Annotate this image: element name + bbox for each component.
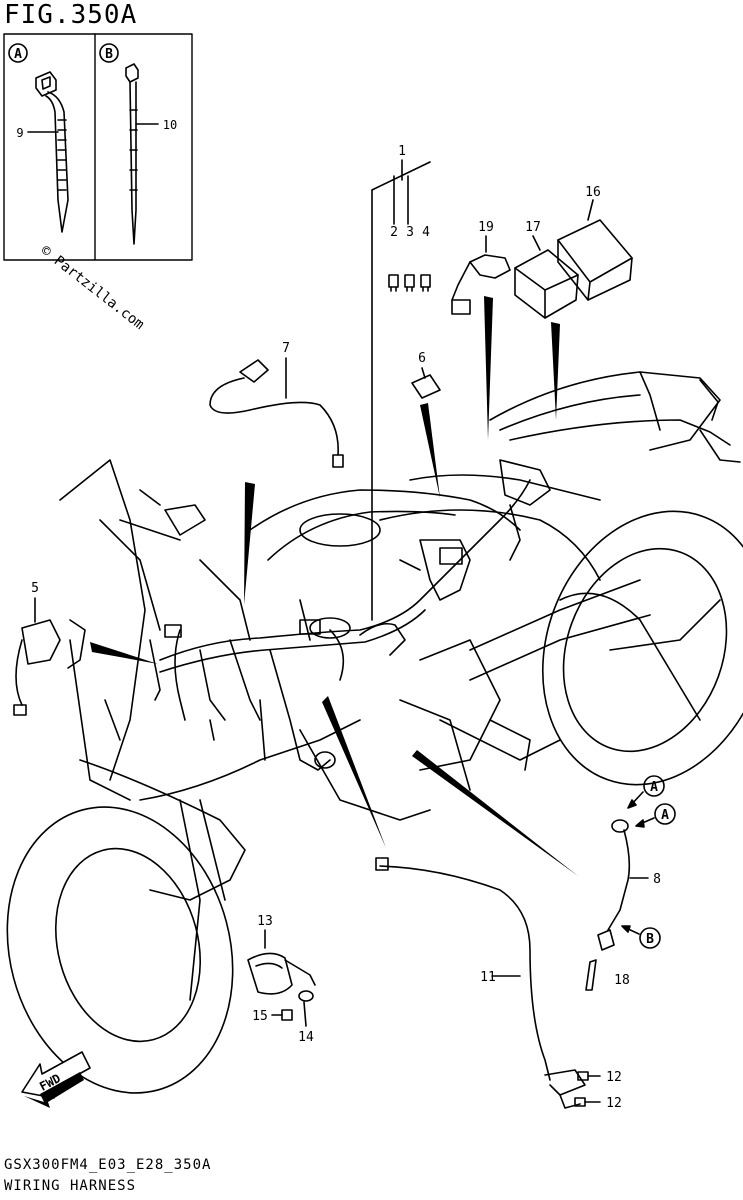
inset-panel: A B 9 10 © Partzilla.com (3, 33, 193, 333)
callout-6: 6 (418, 351, 426, 366)
relay-17 (514, 235, 579, 319)
callout-9: 9 (16, 126, 23, 140)
sensor-7 (209, 357, 344, 468)
callout-16: 16 (585, 185, 601, 200)
part-1-leader (371, 159, 431, 621)
callout-17: 17 (525, 220, 541, 235)
callouts: 1 2 3 4 5 6 7 8 11 12 12 13 14 15 16 17 … (31, 144, 661, 1111)
callout-4: 4 (422, 225, 430, 240)
frame-body (379, 474, 601, 791)
callout-2: 2 (390, 225, 398, 240)
callout-12a: 12 (606, 1070, 622, 1085)
horn-13 (247, 929, 316, 995)
tail-section (489, 371, 741, 463)
inset-b-letter: B (105, 47, 113, 62)
callout-5: 5 (31, 581, 39, 596)
part-6-connector (411, 367, 441, 399)
connector-19 (451, 235, 511, 315)
swingarm (439, 579, 651, 761)
figure-title: FIG.350A (4, 0, 138, 30)
callout-11: 11 (480, 970, 496, 985)
inset-b-marker: B (99, 43, 119, 63)
watermark: © Partzilla.com (38, 243, 147, 333)
wedge-pointers (90, 296, 578, 876)
svg-text:A: A (661, 808, 669, 823)
svg-text:A: A (650, 780, 658, 795)
figure-code: GSX300FM4_E03_E28_350A (4, 1157, 212, 1173)
callout-19: 19 (478, 220, 494, 235)
callout-8: 8 (653, 872, 661, 887)
callout-7: 7 (282, 341, 290, 356)
clamp-9-drawing (27, 71, 69, 233)
callout-10: 10 (163, 118, 177, 132)
handlebar (119, 489, 206, 541)
svg-text:B: B (646, 932, 654, 947)
callout-13: 13 (257, 914, 273, 929)
figure-caption: WIRING HARNESS (4, 1178, 137, 1194)
ground-cable-8 (585, 819, 649, 991)
bolt-15 (271, 1009, 293, 1021)
callout-1: 1 (398, 144, 406, 159)
ref-marker-b: B (621, 925, 661, 949)
ecu-16 (557, 199, 633, 301)
front-fairing (59, 459, 431, 901)
switch-5 (13, 597, 86, 716)
inset-a-marker: A (8, 43, 28, 63)
main-wiring-harness (149, 459, 551, 771)
fuel-tank (249, 489, 521, 561)
callout-3: 3 (406, 225, 414, 240)
washer-14 (298, 990, 314, 1027)
fuses-2-3-4 (388, 175, 431, 292)
inset-a-letter: A (14, 47, 22, 62)
front-wheel (6, 799, 234, 1094)
bolts-12 (574, 1071, 601, 1107)
ref-marker-a1: A (627, 775, 665, 809)
fwd-arrow-icon: FWD (21, 1051, 91, 1108)
cable-tie-10-drawing (125, 63, 159, 245)
callout-14: 14 (298, 1030, 314, 1045)
callout-12b: 12 (606, 1096, 622, 1111)
callout-15: 15 (252, 1009, 268, 1024)
ref-marker-a2: A (635, 803, 676, 828)
callout-18: 18 (614, 973, 630, 988)
